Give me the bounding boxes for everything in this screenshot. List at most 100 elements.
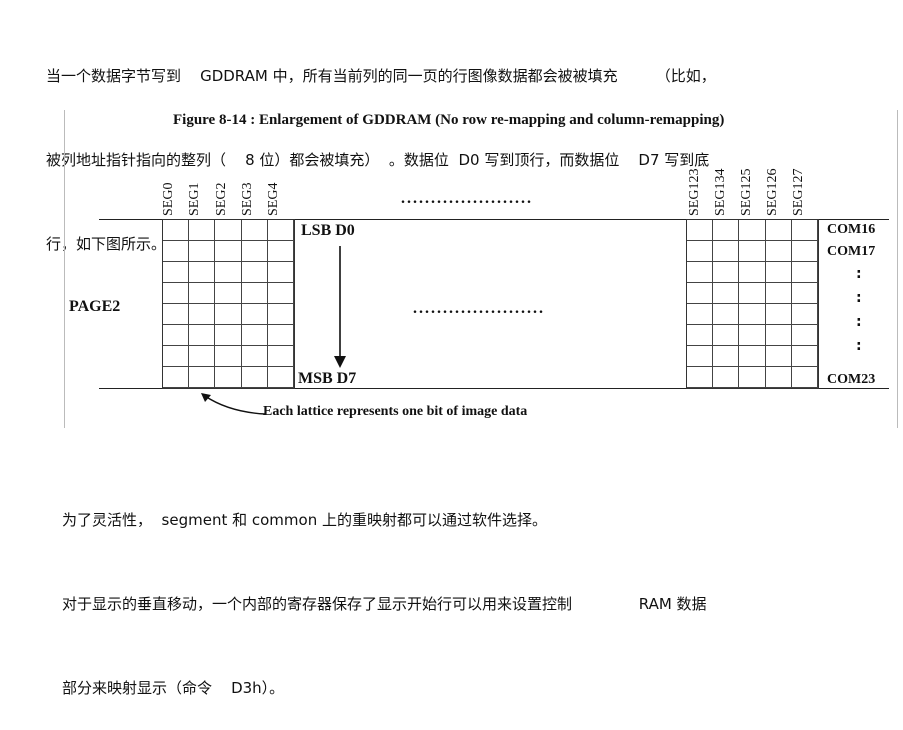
lattice-cell (189, 367, 216, 388)
bit-grid-right (686, 219, 819, 389)
intro-line-1: 当一个数据字节写到 GDDRAM 中，所有当前列的同一页的行图像数据都会被被填充… (46, 67, 716, 85)
seg-label: SEG4 (266, 182, 281, 216)
lattice-cell (765, 220, 792, 241)
lattice-cell (739, 304, 766, 325)
lattice-cell (765, 325, 792, 346)
intro-paragraph: 当一个数据字节写到 GDDRAM 中，所有当前列的同一页的行图像数据都会被被填充… (46, 6, 896, 286)
lattice-cell (687, 283, 714, 304)
lattice-cell (739, 367, 766, 388)
outro-line-3: 部分来映射显示（命令 D3h）。 (62, 679, 285, 697)
lattice-cell (267, 346, 294, 367)
lattice-cell (163, 262, 190, 283)
lattice-cell (215, 304, 242, 325)
lattice-cell (241, 304, 268, 325)
lattice-cell (163, 283, 190, 304)
lattice-cell (713, 241, 740, 262)
lattice-cell (739, 262, 766, 283)
lattice-cell (713, 262, 740, 283)
lattice-cell (267, 241, 294, 262)
lattice-cell (215, 220, 242, 241)
lattice-cell (267, 304, 294, 325)
top-rule (99, 219, 889, 220)
msb-label: MSB D7 (298, 370, 357, 387)
lattice-cell (739, 346, 766, 367)
lattice-cell (791, 220, 818, 241)
lattice-cell (739, 220, 766, 241)
lattice-cell (163, 346, 190, 367)
lattice-cell (215, 346, 242, 367)
seg-label: SEG0 (161, 182, 176, 216)
lattice-cell (215, 262, 242, 283)
lattice-cell (765, 262, 792, 283)
lattice-cell (189, 346, 216, 367)
seg-label: SEG3 (240, 182, 255, 216)
lattice-cell (713, 304, 740, 325)
lattice-cell (189, 262, 216, 283)
lattice-cell (241, 262, 268, 283)
lattice-cell (267, 262, 294, 283)
ellipsis-middle: ...................... (413, 300, 545, 317)
lattice-cell (163, 367, 190, 388)
vertical-ellipsis: : (856, 338, 862, 354)
lattice-cell (215, 241, 242, 262)
lattice-cell (241, 346, 268, 367)
lattice-cell (713, 367, 740, 388)
lattice-cell (163, 325, 190, 346)
figure-caption: Each lattice represents one bit of image… (263, 404, 528, 419)
lattice-cell (163, 220, 190, 241)
gddram-figure: Figure 8-14 : Enlargement of GDDRAM (No … (64, 110, 898, 428)
lattice-cell (687, 220, 714, 241)
lattice-cell (163, 241, 190, 262)
vertical-ellipsis: : (856, 314, 862, 330)
page-label: PAGE2 (69, 298, 121, 315)
com23-label: COM23 (827, 372, 876, 387)
lattice-cell (713, 220, 740, 241)
lattice-cell (765, 367, 792, 388)
intro-line-3: 行，如下图所示。 (46, 235, 167, 253)
lattice-cell (739, 283, 766, 304)
lattice-cell (687, 346, 714, 367)
lattice-cell (791, 304, 818, 325)
seg-label: SEG123 (687, 168, 702, 216)
lattice-cell (791, 283, 818, 304)
lattice-cell (687, 304, 714, 325)
lattice-cell (189, 325, 216, 346)
lattice-cell (765, 304, 792, 325)
lsb-label: LSB D0 (301, 222, 355, 239)
lattice-cell (189, 304, 216, 325)
lattice-cell (267, 325, 294, 346)
lattice-cell (267, 283, 294, 304)
lattice-cell (241, 367, 268, 388)
lattice-cell (241, 283, 268, 304)
intro-line-2: 被列地址指针指向的整列（ 8 位）都会被填充） 。数据位 D0 写到顶行，而数据… (46, 151, 710, 169)
lattice-cell (267, 220, 294, 241)
lattice-cell (765, 346, 792, 367)
lattice-cell (163, 304, 190, 325)
lattice-cell (687, 262, 714, 283)
seg-label: SEG125 (739, 168, 754, 216)
lattice-cell (215, 283, 242, 304)
ellipsis-top: ...................... (401, 190, 533, 207)
lattice-cell (215, 325, 242, 346)
lattice-cell (765, 283, 792, 304)
lattice-cell (791, 325, 818, 346)
com16-label: COM16 (827, 222, 876, 237)
lattice-cell (215, 367, 242, 388)
lattice-cell (739, 241, 766, 262)
lattice-cell (687, 241, 714, 262)
lattice-cell (189, 220, 216, 241)
lattice-cell (713, 325, 740, 346)
lattice-cell (791, 262, 818, 283)
pointer-arrow-icon (201, 393, 266, 415)
com17-label: COM17 (827, 244, 876, 259)
outro-line-2: 对于显示的垂直移动，一个内部的寄存器保存了显示开始行可以用来设置控制 RAM 数… (62, 595, 707, 613)
lattice-cell (791, 346, 818, 367)
lattice-cell (189, 283, 216, 304)
seg-label: SEG2 (214, 182, 229, 216)
lattice-cell (687, 367, 714, 388)
bit-grid-left (162, 219, 295, 389)
vertical-ellipsis: : (856, 290, 862, 306)
seg-label: SEG126 (765, 168, 780, 216)
outro-paragraph: 为了灵活性， segment 和 common 上的重映射都可以通过软件选择。 … (62, 450, 707, 730)
lattice-cell (241, 325, 268, 346)
